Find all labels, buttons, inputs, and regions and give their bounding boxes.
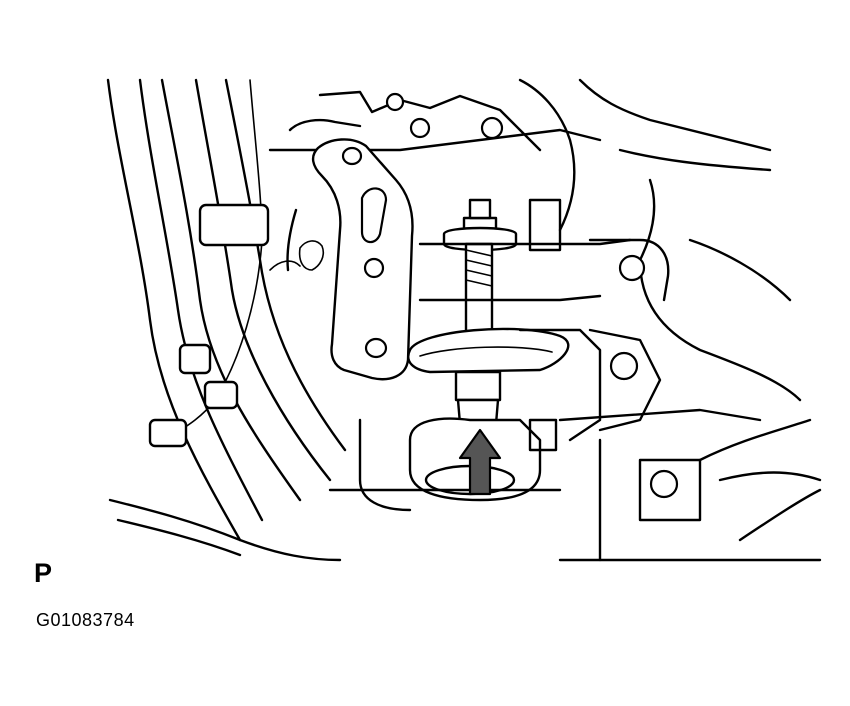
figure-code: G01083784 (36, 610, 135, 630)
engine-mount-bolt-assembly (328, 198, 632, 512)
mounting-bracket (269, 138, 414, 381)
right-side-components (528, 198, 822, 562)
up-arrow-icon (458, 428, 502, 496)
left-hoses (106, 78, 347, 562)
view-label: P (34, 558, 53, 588)
